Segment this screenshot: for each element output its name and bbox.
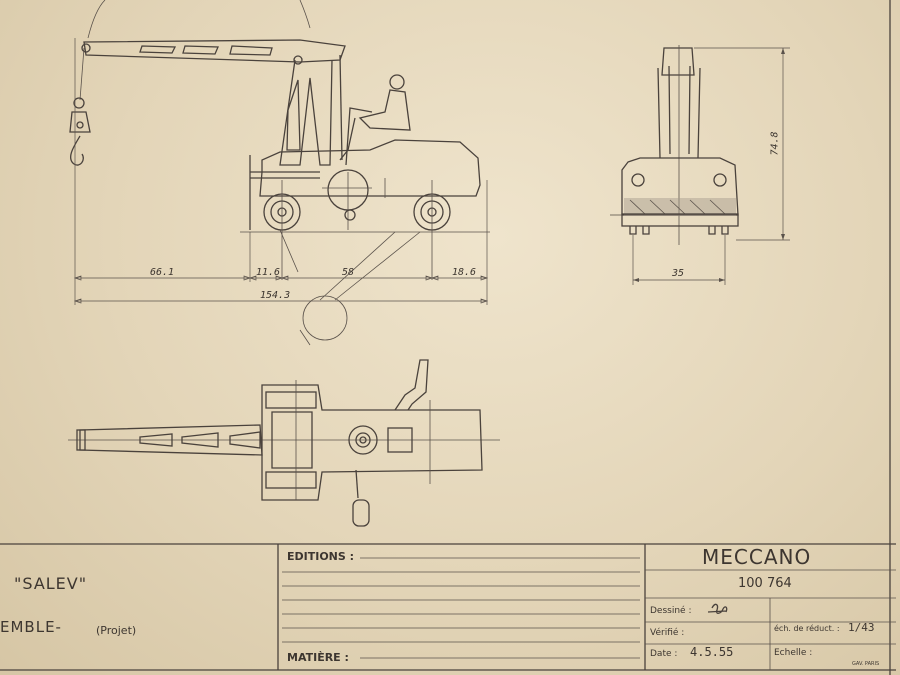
printer-mark: GAV. PARIS <box>852 661 880 667</box>
dim-overall-length: 154.3 <box>260 290 291 301</box>
front-view-dimensions <box>632 47 790 285</box>
crane-hook-block <box>69 111 91 133</box>
operator-head <box>389 74 405 90</box>
dim-58: 58 <box>342 267 355 278</box>
dim-height: 74.8 <box>769 131 781 156</box>
top-view <box>68 359 500 527</box>
reduction-label: éch. de réduct. : <box>774 624 840 633</box>
ensemble-label: EMBLE- <box>0 618 62 636</box>
echelle-label: Echelle : <box>774 648 813 658</box>
vehicle-body <box>259 139 481 197</box>
projet-label: (Projet) <box>96 624 137 637</box>
drawing-number: 100 764 <box>738 576 792 591</box>
front-view <box>610 45 739 245</box>
matiere-label: MATIÈRE : <box>287 651 349 664</box>
crane-boom <box>83 39 346 63</box>
front-body <box>621 157 739 216</box>
top-view-chassis <box>261 384 483 501</box>
dim-11-6: 11.6 <box>256 267 281 278</box>
dim-width: 35 <box>672 268 685 279</box>
editions-label: EDITIONS : <box>287 550 355 563</box>
dim-66-1: 66.1 <box>150 267 175 278</box>
dessine-label: Dessiné : <box>650 606 692 616</box>
title-block-frame <box>0 543 896 671</box>
date-value: 4.5.55 <box>690 645 734 659</box>
verifie-label: Vérifié : <box>650 628 685 638</box>
crane-hook <box>70 135 84 166</box>
front-mast-head <box>661 47 695 76</box>
signature <box>707 603 728 614</box>
side-view <box>69 0 490 346</box>
date-label: Date : <box>650 649 678 659</box>
reduction-value: 1/43 <box>848 621 875 634</box>
model-name: "SALEV" <box>14 574 88 593</box>
dim-18-6: 18.6 <box>452 267 477 278</box>
side-view-dimensions <box>73 38 489 305</box>
company-name: MECCANO <box>702 545 812 569</box>
crane-mast <box>279 59 333 166</box>
